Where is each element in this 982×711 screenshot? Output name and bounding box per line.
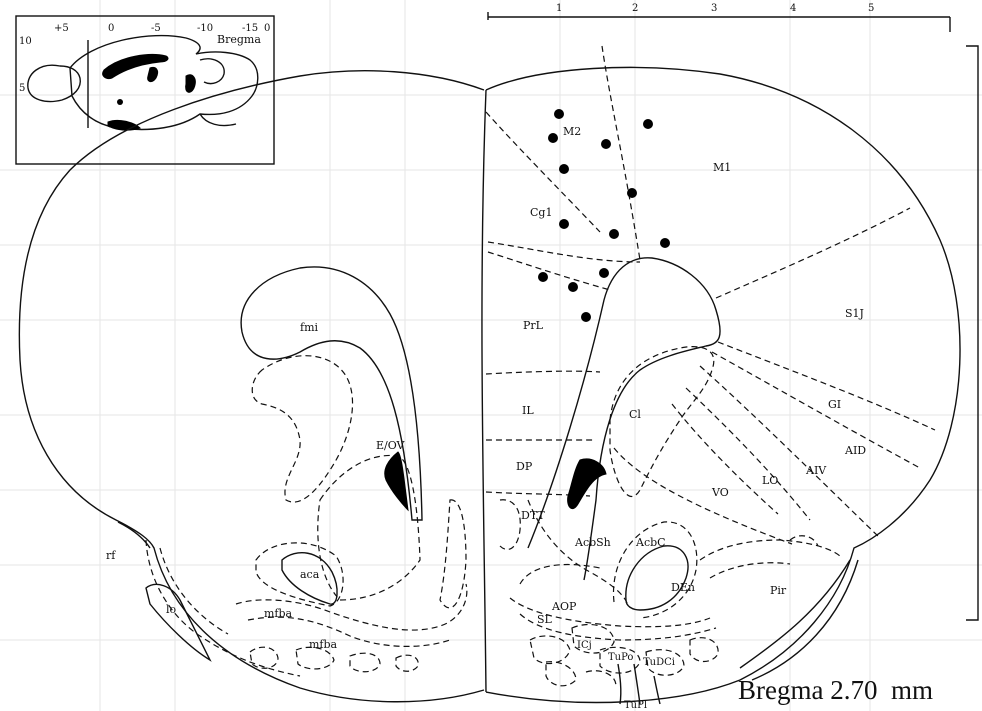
marker-dot: [538, 272, 548, 282]
label-lo-right: LO: [762, 474, 778, 487]
inset-tick-0: 0: [108, 23, 114, 34]
inset-side-5: 5: [19, 83, 25, 94]
marker-dot: [660, 238, 670, 248]
label-il: IL: [522, 404, 534, 417]
label-m1: M1: [713, 161, 731, 174]
scale-tick-2: 2: [632, 3, 638, 14]
scale-tick-3: 3: [711, 3, 717, 14]
label-tudc: TuDCi: [643, 657, 675, 668]
label-aiv: AIV: [805, 464, 827, 477]
left-hemisphere: [19, 71, 484, 702]
label-s1j: S1J: [845, 307, 864, 320]
label-cl: Cl: [629, 408, 641, 421]
marker-dot: [601, 139, 611, 149]
right-ventricle: [568, 459, 606, 509]
right-scale-bracket: [966, 46, 978, 620]
label-icj: ICj: [577, 640, 592, 651]
label-aca: aca: [300, 568, 320, 581]
label-mfba-upper: mfba: [264, 607, 293, 620]
marker-dot: [554, 109, 564, 119]
inset-bregma-label: Bregma: [217, 33, 261, 46]
label-dp: DP: [516, 460, 533, 473]
inset-corner-0: 0: [264, 23, 270, 34]
marker-dot: [559, 219, 569, 229]
label-cg1: Cg1: [530, 206, 552, 219]
marker-dot: [609, 229, 619, 239]
label-den: DEn: [671, 581, 695, 594]
label-m2: M2: [563, 125, 581, 138]
label-aid: AID: [844, 444, 866, 457]
marker-dot: [568, 282, 578, 292]
label-rf: rf: [106, 549, 116, 562]
marker-dot: [548, 133, 558, 143]
marker-dot: [581, 312, 591, 322]
label-acbc: AcbC: [635, 536, 666, 549]
top-scale-bar: 1 2 3 4 5: [488, 3, 950, 32]
label-tupo: TuPo: [608, 652, 633, 663]
marker-dot: [559, 164, 569, 174]
label-pir: Pir: [770, 584, 787, 597]
label-prl: PrL: [523, 319, 544, 332]
marker-dot: [627, 188, 637, 198]
marker-dot: [643, 119, 653, 129]
label-acbsh: AcbSh: [574, 536, 611, 549]
inset-tick-minus5: -5: [151, 23, 161, 34]
label-fmi: fmi: [300, 321, 319, 334]
label-dtt: DTT: [521, 509, 545, 522]
marker-dot: [599, 268, 609, 278]
label-vo: VO: [711, 486, 729, 499]
label-gi: GI: [828, 398, 841, 411]
label-sl: SL: [537, 613, 553, 626]
label-mfba-lower: mfba: [309, 638, 338, 651]
scale-tick-4: 4: [790, 3, 796, 14]
scale-tick-5: 5: [868, 3, 874, 14]
left-region-labels: fmi E/OV aca mfba mfba lo rf: [106, 321, 406, 651]
inset-tick-plus5: +5: [54, 23, 69, 34]
inset-side-10: 10: [19, 36, 32, 47]
inset-tick-minus10: -10: [197, 23, 213, 34]
scale-tick-1: 1: [556, 3, 562, 14]
label-e-ov: E/OV: [376, 439, 406, 452]
label-tupl: TuPl: [624, 700, 647, 711]
marker-dots: [538, 109, 670, 322]
bregma-caption: Bregma 2.70 mm: [738, 675, 933, 705]
label-lo-left: lo: [166, 603, 177, 616]
label-aop: AOP: [551, 600, 577, 613]
